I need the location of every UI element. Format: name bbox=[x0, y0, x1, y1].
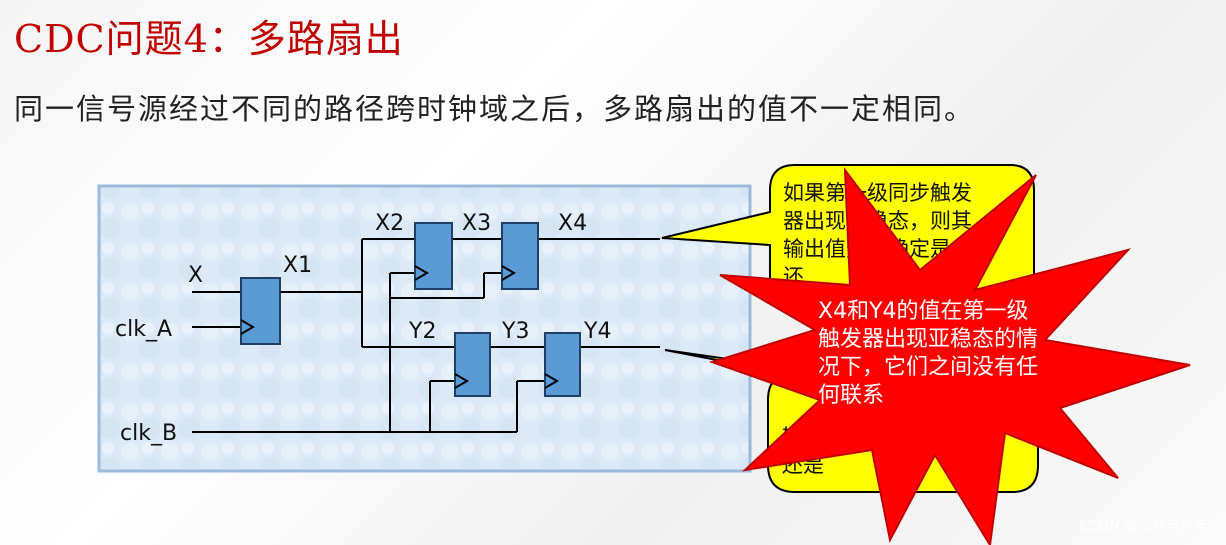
label-x1: X1 bbox=[283, 253, 312, 278]
label-x4: X4 bbox=[558, 211, 587, 236]
starburst-note: X4和Y4的值在第一级 触发器出现亚稳态的情 况下，它们之间没有任 何联系 bbox=[708, 166, 1191, 545]
label-x3: X3 bbox=[462, 211, 491, 236]
star-line3: 况下，它们之间没有任 bbox=[818, 355, 1038, 380]
flipflop-x1 bbox=[240, 277, 281, 345]
label-y4: Y4 bbox=[583, 319, 611, 344]
flipflop-y2 bbox=[454, 332, 491, 397]
watermark-text: CSDN @三叶与少年 bbox=[1079, 518, 1208, 534]
label-clk-b: clk_B bbox=[120, 421, 177, 446]
label-y3: Y3 bbox=[501, 319, 529, 344]
flipflop-x3 bbox=[501, 222, 539, 290]
callout-top-line1: 如果第一级同步触发 bbox=[783, 181, 972, 205]
label-clk-a: clk_A bbox=[115, 317, 172, 342]
slide-title: CDC问题4：多路扇出 bbox=[14, 17, 404, 61]
wires bbox=[192, 238, 660, 433]
label-x2: X2 bbox=[375, 211, 404, 236]
star-line4: 何联系 bbox=[818, 383, 884, 408]
star-line1: X4和Y4的值在第一级 bbox=[818, 299, 1029, 324]
flipflop-y3 bbox=[544, 332, 581, 397]
flipflop-x2 bbox=[414, 222, 453, 290]
label-y2: Y2 bbox=[408, 319, 436, 344]
star-line2: 触发器出现亚稳态的情 bbox=[818, 327, 1038, 352]
label-x: X bbox=[188, 263, 203, 288]
slide-subtitle: 同一信号源经过不同的路径跨时钟域之后，多路扇出的值不一定相同。 bbox=[14, 92, 976, 126]
